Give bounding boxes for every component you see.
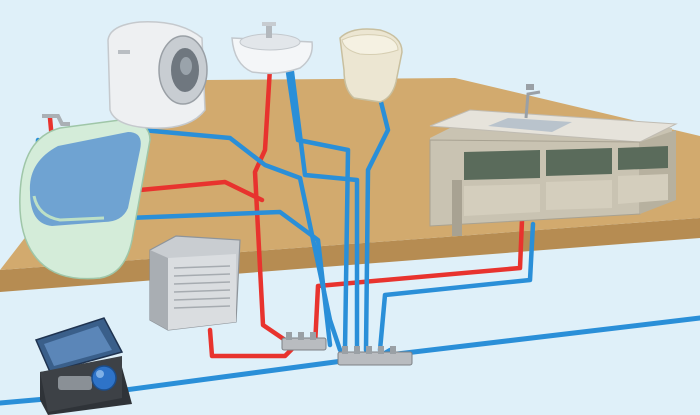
water-meter-icon bbox=[34, 317, 132, 415]
kitchen-sink-icon bbox=[429, 84, 678, 236]
washing-machine-icon bbox=[107, 21, 208, 129]
hot-water-header bbox=[281, 332, 327, 351]
sink-icon bbox=[231, 22, 313, 75]
water-heater-icon bbox=[149, 235, 241, 331]
bathtub-icon bbox=[19, 114, 151, 280]
hot-water-pipes bbox=[47, 65, 525, 359]
cold-water-header bbox=[337, 346, 413, 366]
toilet-icon bbox=[339, 28, 403, 103]
